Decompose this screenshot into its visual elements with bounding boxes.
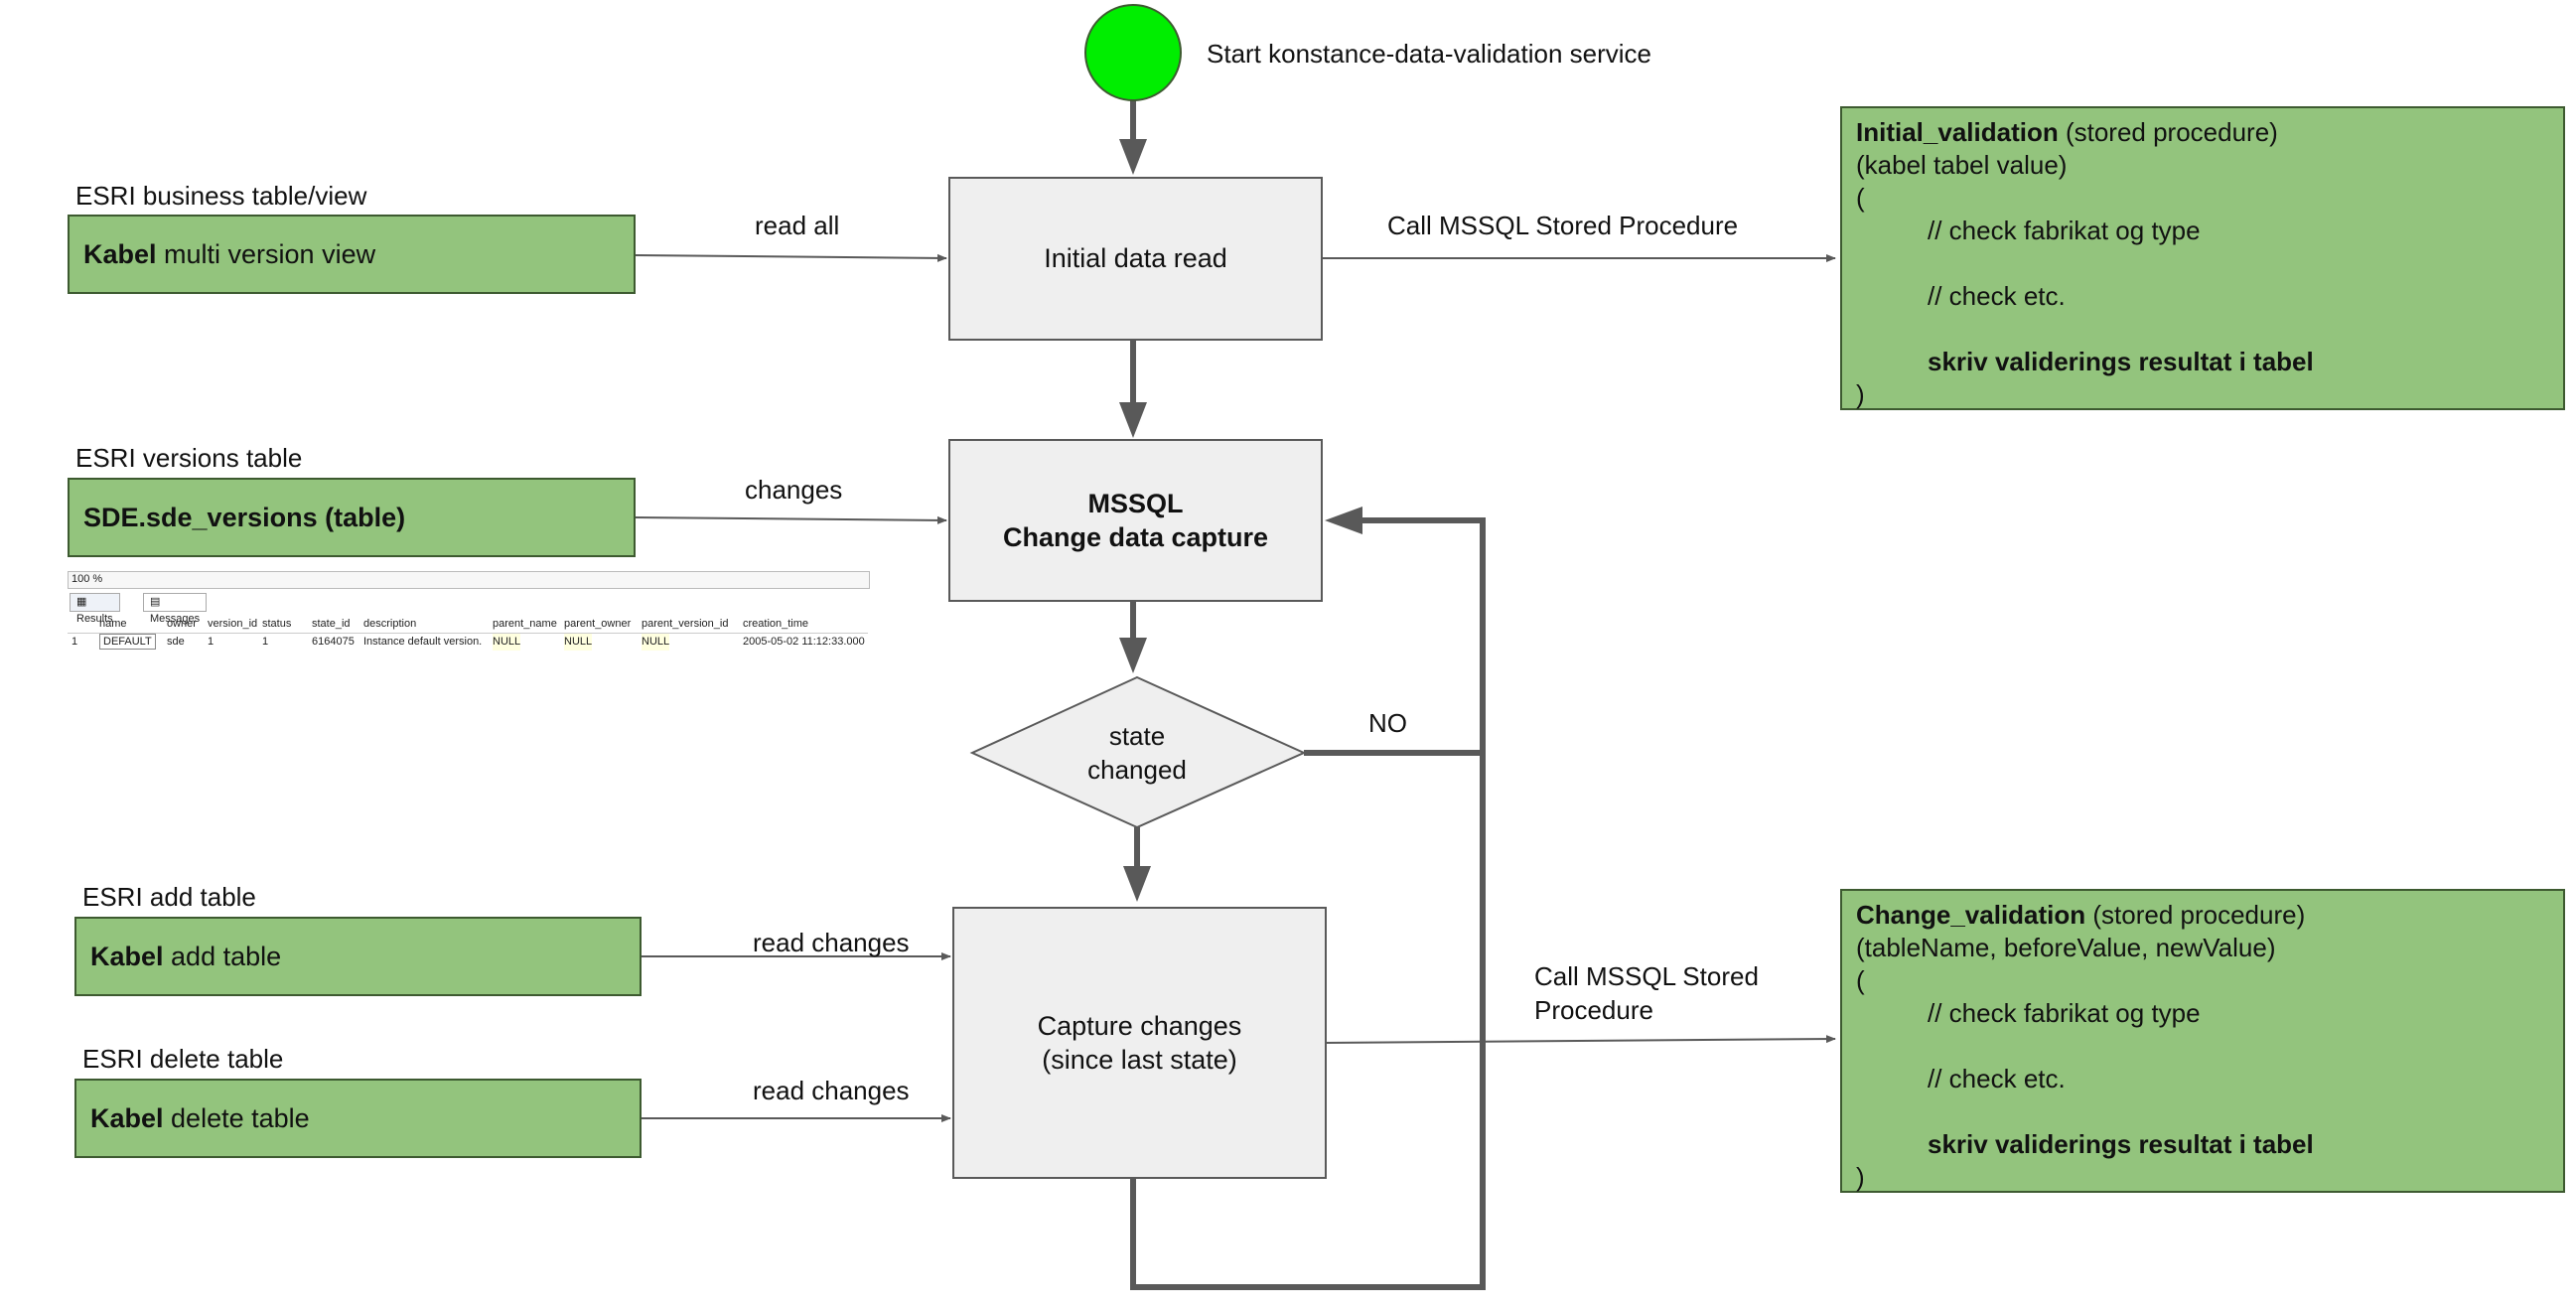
capture-changes-box: Capture changes (since last state): [952, 907, 1327, 1179]
edge-read-all: [635, 253, 947, 262]
decision-no-label: NO: [1368, 708, 1407, 738]
delete-caption: ESRI delete table: [82, 1044, 284, 1074]
edge-label-changes: changes: [745, 475, 843, 505]
edge-label-call-change-2: Procedure: [1534, 995, 1653, 1025]
sql-column-header[interactable]: parent_name: [493, 618, 557, 630]
initial-validation-open: (: [1856, 183, 1865, 213]
capture-label-2: (since last state): [1042, 1045, 1237, 1075]
sql-column-header[interactable]: parent_version_id: [642, 618, 729, 630]
sql-column-header[interactable]: owner: [167, 618, 197, 630]
sql-column-header[interactable]: parent_owner: [564, 618, 632, 630]
initial-validation-check1: // check fabrikat og type: [1928, 216, 2201, 245]
arrowhead-initial-cdc: [1119, 402, 1147, 438]
delete-bold: Kabel: [90, 1102, 164, 1133]
change-validation-check1: // check fabrikat og type: [1928, 998, 2201, 1028]
cdc-box: MSSQL Change data capture: [948, 439, 1323, 602]
grid-icon: ▦: [76, 596, 87, 608]
edge-label-call-change-1: Call MSSQL Stored: [1534, 961, 1759, 991]
start-label: Start konstance-data-validation service: [1207, 39, 1652, 69]
change-validation-suffix: (stored procedure): [2085, 900, 2306, 930]
sql-cell[interactable]: sde: [167, 636, 185, 648]
cdc-label-2: Change data capture: [1002, 522, 1269, 552]
sql-column-header[interactable]: status: [262, 618, 292, 630]
sql-row-number: 1: [72, 636, 78, 648]
initial-data-read-label: Initial data read: [1044, 243, 1227, 273]
tab-messages[interactable]: ▤ Messages: [143, 593, 208, 625]
sql-cell[interactable]: 2005-05-02 11:12:33.000: [743, 636, 865, 648]
initial-validation-box: Initial_validation (stored procedure) (k…: [1840, 106, 2565, 410]
initial-validation-name: Initial_validation: [1856, 117, 2059, 147]
messages-icon: ▤: [150, 596, 161, 608]
arrowhead-decision-capture: [1123, 866, 1151, 902]
delete-rest: delete table: [163, 1102, 310, 1133]
change-validation-params: (tableName, beforeValue, newValue): [1856, 933, 2276, 962]
edge-label-read-changes-delete: read changes: [753, 1076, 910, 1105]
sql-data-row: 1 DEFAULT sde 1 1 6164075 Instance default ver…: [68, 634, 868, 651]
sql-column-header[interactable]: creation_time: [743, 618, 809, 630]
sql-cell[interactable]: NULL: [564, 634, 593, 651]
decision-label-1: state: [1108, 721, 1166, 751]
change-validation-name: Change_validation: [1856, 900, 2086, 930]
sql-cell[interactable]: NULL: [493, 634, 521, 651]
sql-cell[interactable]: Instance default version.: [363, 636, 483, 648]
versions-caption: ESRI versions table: [75, 443, 303, 473]
sql-cell[interactable]: 1: [208, 636, 215, 648]
sql-cell[interactable]: 6164075: [312, 636, 355, 648]
change-validation-check2: // check etc.: [1928, 1064, 2066, 1093]
edge-call-change: [1323, 1035, 1836, 1044]
kabel-view-rest: multi version view: [156, 238, 376, 269]
initial-validation-suffix: (stored procedure): [2058, 117, 2278, 147]
add-box: Kabel add table: [74, 917, 642, 996]
flow-loop-back: [1130, 517, 1486, 1290]
kabel-view-box: Kabel multi version view: [68, 215, 636, 294]
sql-column-header[interactable]: name: [99, 618, 127, 630]
sql-header-row: name owner version_id status state_id descrip…: [68, 616, 868, 634]
change-validation-close: ): [1856, 1162, 1865, 1192]
start-node: [1084, 4, 1182, 101]
sql-column-header[interactable]: version_id: [208, 618, 258, 630]
versions-bold: SDE.sde_versions (table): [83, 502, 406, 532]
edge-label-read-changes-add: read changes: [753, 928, 910, 957]
arrowhead-loop: [1325, 507, 1362, 534]
cdc-label-1: MSSQL: [1087, 489, 1184, 518]
add-rest: add table: [163, 941, 282, 971]
sql-cell[interactable]: NULL: [642, 634, 670, 651]
tab-messages-label: Messages: [150, 613, 201, 625]
sql-zoom-value: 100 %: [72, 573, 103, 585]
edge-label-read-all: read all: [755, 211, 840, 240]
arrowhead-start: [1119, 139, 1147, 175]
decision-label: state changed: [1038, 717, 1236, 789]
arrowhead-cdc-decision: [1119, 638, 1147, 673]
sql-column-header[interactable]: state_id: [312, 618, 351, 630]
initial-validation-check2: // check etc.: [1928, 281, 2066, 311]
kabel-view-caption: ESRI business table/view: [75, 181, 367, 211]
tab-results-label: Results: [76, 613, 113, 625]
decision-label-2: changed: [1087, 755, 1187, 785]
sql-column-header[interactable]: description: [363, 618, 417, 630]
delete-box: Kabel delete table: [74, 1079, 642, 1158]
sql-cell[interactable]: 1: [262, 636, 269, 648]
edge-changes: [635, 515, 947, 524]
sql-results-grid: 100 % ▦ Results ▤ Messages name owner vers…: [68, 571, 870, 653]
initial-validation-params: (kabel tabel value): [1856, 150, 2068, 180]
sql-zoom-bar: 100 %: [68, 571, 870, 589]
decision-diamond: [969, 675, 1307, 829]
change-validation-write: skriv validerings resultat i tabel: [1928, 1129, 2314, 1159]
sql-cell[interactable]: DEFAULT: [99, 634, 156, 650]
kabel-view-bold: Kabel: [83, 238, 157, 269]
add-caption: ESRI add table: [82, 882, 256, 912]
tab-results[interactable]: ▦ Results: [70, 593, 120, 625]
edge-label-call-initial: Call MSSQL Stored Procedure: [1387, 211, 1739, 240]
initial-data-read-box: Initial data read: [948, 177, 1323, 341]
change-validation-box: Change_validation (stored procedure) (ta…: [1840, 889, 2565, 1193]
initial-validation-close: ): [1856, 379, 1865, 409]
versions-box: SDE.sde_versions (table): [68, 478, 636, 557]
add-bold: Kabel: [90, 941, 164, 971]
initial-validation-write: skriv validerings resultat i tabel: [1928, 347, 2314, 376]
capture-label-1: Capture changes: [1037, 1011, 1242, 1041]
change-validation-open: (: [1856, 965, 1865, 995]
